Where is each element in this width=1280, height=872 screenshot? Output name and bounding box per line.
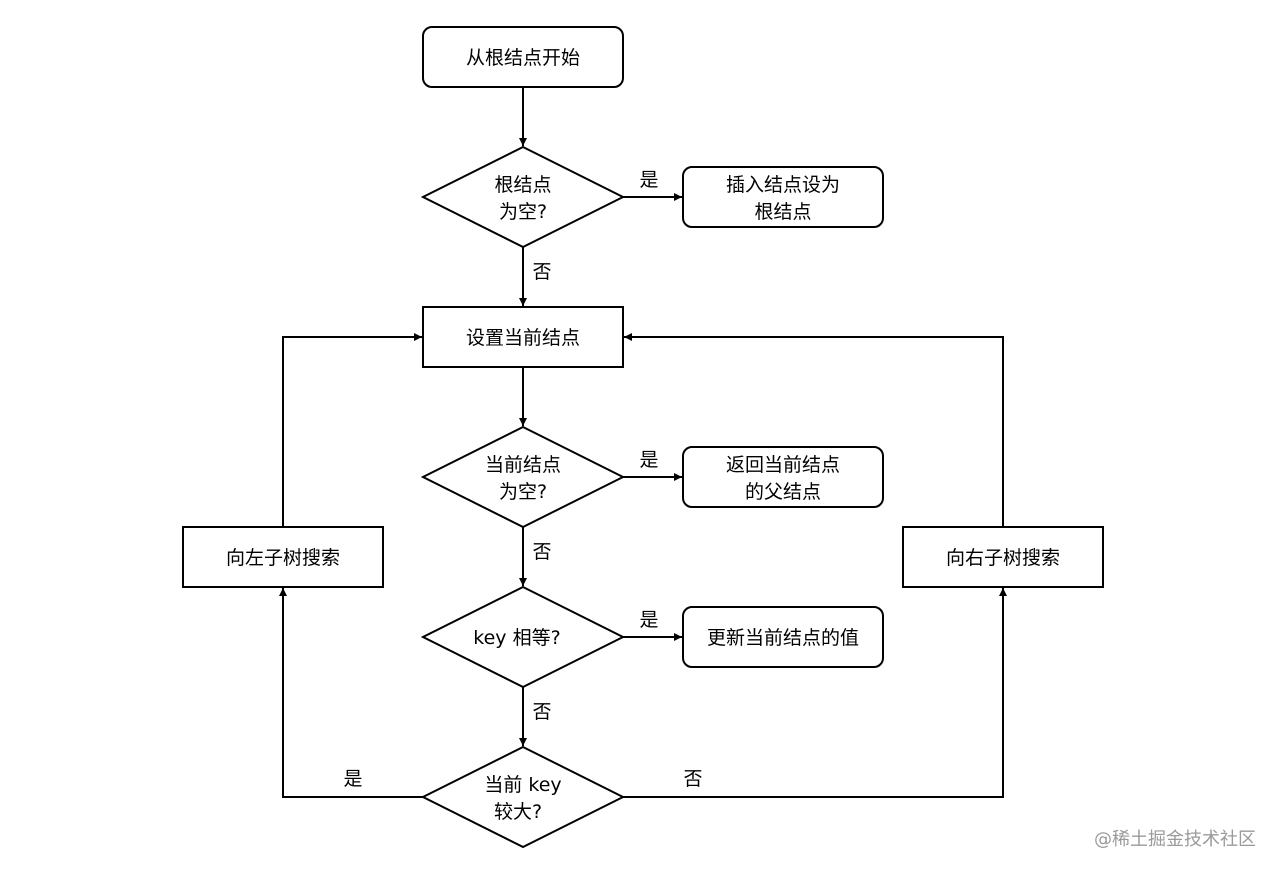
node-search-left-label: 向左子树搜索 [226, 547, 340, 569]
node-search-right-label: 向右子树搜索 [946, 547, 1060, 569]
edge-label-current-empty-no: 否 [532, 541, 551, 563]
edge-key-bigger-yes [279, 588, 423, 798]
node-update-value-label: 更新当前结点的值 [707, 627, 859, 649]
node-key-bigger-decision: 当前 key 较大? [420, 745, 626, 849]
node-root-empty-line1: 根结点 [494, 174, 551, 196]
edge-label-current-empty-yes: 是 [639, 449, 658, 471]
node-return-parent-line2: 的父结点 [745, 481, 821, 503]
node-return-parent-line1: 返回当前结点 [726, 454, 840, 476]
node-insert-as-root: 插入结点设为 根结点 [682, 166, 884, 228]
edge-label-root-empty-yes: 是 [639, 169, 658, 191]
node-search-right: 向右子树搜索 [902, 526, 1104, 588]
edge-key-bigger-no [623, 588, 1007, 798]
node-current-empty-line1: 当前结点 [485, 454, 561, 476]
edge-label-key-equal-no: 否 [532, 701, 551, 723]
node-set-current: 设置当前结点 [422, 306, 624, 368]
edge-label-key-bigger-no: 否 [683, 768, 702, 790]
node-key-bigger-line1: 当前 key [484, 774, 561, 796]
node-start: 从根结点开始 [422, 26, 624, 88]
node-return-parent: 返回当前结点 的父结点 [682, 446, 884, 508]
node-current-empty-line2: 为空? [499, 481, 547, 503]
node-key-equal-label: key 相等? [473, 627, 560, 649]
node-key-equal-decision: key 相等? [420, 585, 626, 689]
node-search-left: 向左子树搜索 [182, 526, 384, 588]
edge-label-key-equal-yes: 是 [639, 609, 658, 631]
watermark: @稀土掘金技术社区 [1094, 829, 1256, 850]
node-root-empty-line2: 为空? [499, 201, 547, 223]
node-insert-as-root-line1: 插入结点设为 [726, 174, 840, 196]
node-insert-as-root-line2: 根结点 [754, 201, 811, 223]
edge-label-key-bigger-yes: 是 [343, 768, 362, 790]
node-key-bigger-line2: 较大? [494, 801, 542, 823]
node-root-empty-decision: 根结点 为空? [420, 145, 626, 249]
edge-search-right-to-set-current [624, 333, 1004, 526]
node-current-empty-decision: 当前结点 为空? [420, 425, 626, 529]
node-set-current-label: 设置当前结点 [466, 327, 580, 349]
node-update-value: 更新当前结点的值 [682, 606, 884, 668]
edge-label-root-empty-no: 否 [532, 261, 551, 283]
node-start-label: 从根结点开始 [466, 47, 580, 69]
edge-search-left-to-set-current [282, 333, 422, 526]
